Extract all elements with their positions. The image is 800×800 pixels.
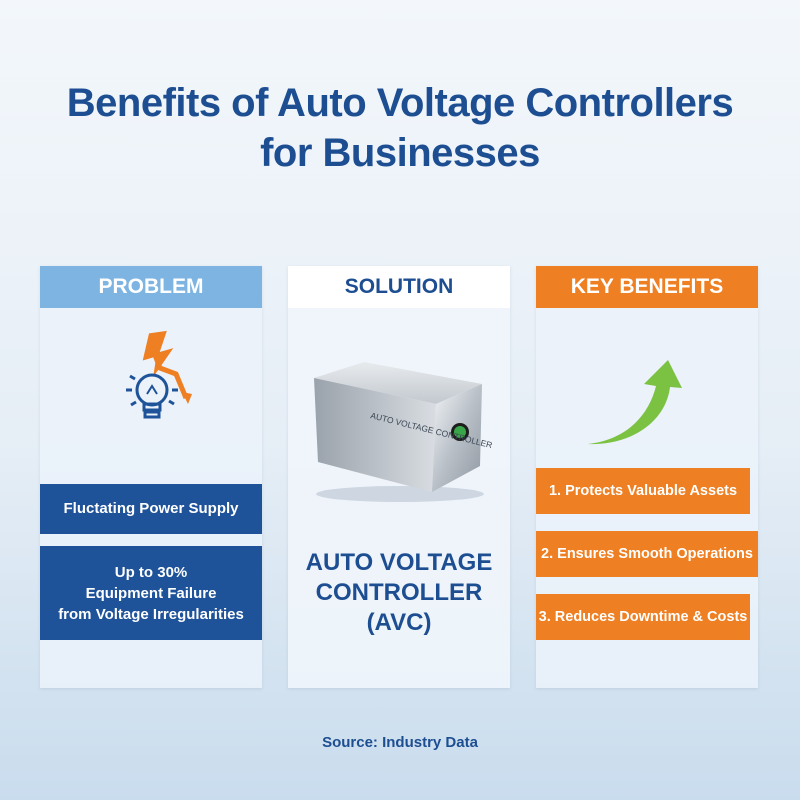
avc-label-line-1: AUTO VOLTAGE: [305, 549, 493, 576]
avc-label-line-3: (AVC): [366, 609, 432, 636]
benefit-item-2: 2. Ensures Smooth Operations: [536, 531, 758, 577]
upward-arrow-icon: [588, 360, 682, 445]
source-note: Source: Industry Data: [322, 734, 478, 751]
power-supply-issue: Fluctating Power Supply: [40, 484, 262, 534]
avc-label: AUTO VOLTAGE CONTROLLER (AVC): [288, 548, 510, 638]
lightning-bulb-icon: [126, 330, 192, 419]
benefits-heading: KEY BENEFITS: [536, 266, 758, 308]
benefits-column: KEY BENEFITS 1. Protects Valuable Assets…: [536, 266, 758, 688]
avc-label-line-2: CONTROLLER: [315, 579, 483, 606]
title-line-1: Benefits of Auto Voltage Controllers: [66, 81, 734, 125]
solution-heading: SOLUTION: [288, 266, 510, 308]
benefit-item-3: 3. Reduces Downtime & Costs: [536, 594, 750, 640]
benefit-item-1: 1. Protects Valuable Assets: [536, 468, 750, 514]
page-title: Benefits of Auto Voltage Controllers for…: [0, 78, 800, 178]
failure-stat-line-2: Equipment Failure: [85, 584, 217, 602]
failure-statistic: Up to 30% Equipment Failure from Voltage…: [40, 546, 262, 640]
problem-heading: PROBLEM: [40, 266, 262, 308]
avc-device-image: AUTO VOLTAGE CONTROLLER: [314, 362, 493, 502]
failure-stat-line-1: Up to 30%: [114, 563, 188, 581]
solution-column: SOLUTION AUTO VOLTAGE CONTROLLER AUTO: [288, 266, 510, 688]
problem-column: PROBLEM Fluctating Power Supply Up to 30…: [40, 266, 262, 688]
title-line-2: for Businesses: [260, 131, 540, 175]
failure-stat-line-3: from Voltage Irregularities: [58, 605, 244, 623]
